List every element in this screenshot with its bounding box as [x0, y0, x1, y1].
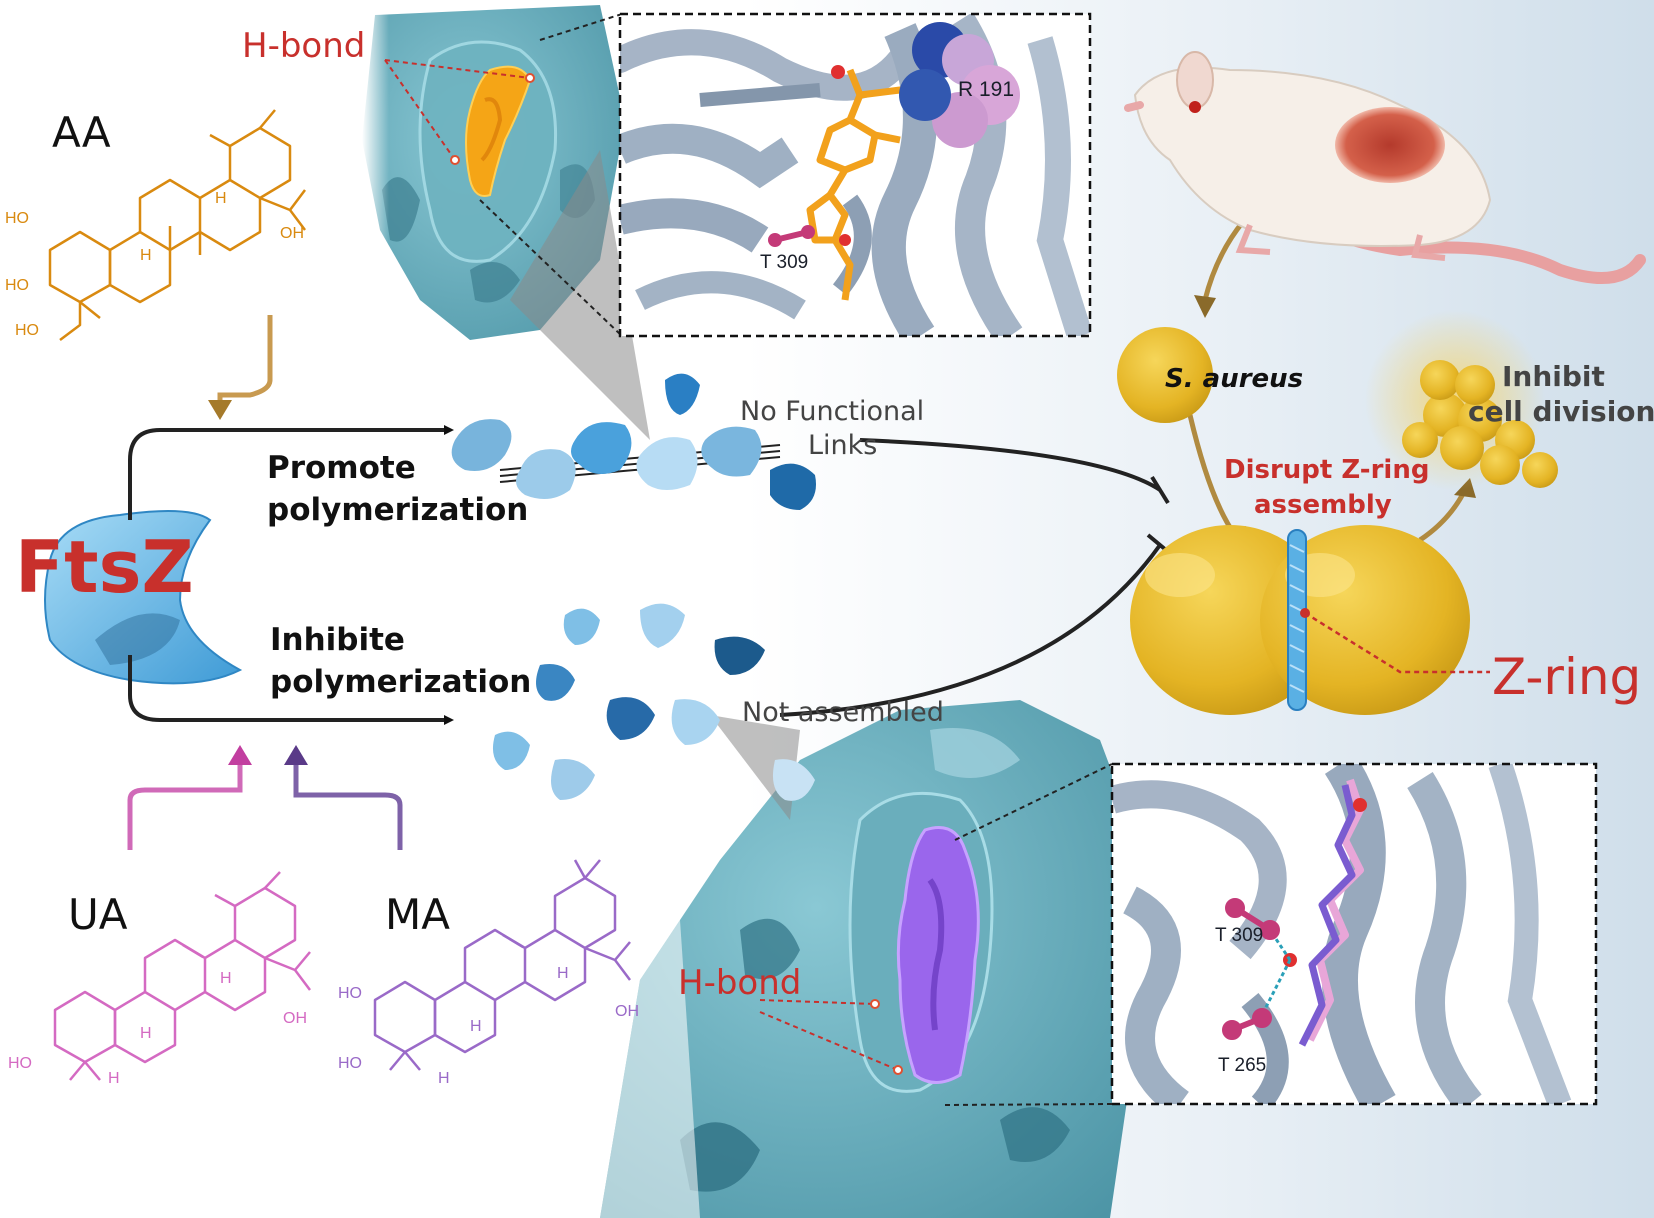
aa-group-ho-2: HO [5, 277, 29, 294]
ua-group-h-2: H [140, 1025, 152, 1042]
arg191-spheres [899, 22, 1020, 148]
ua-group-oh: OH [283, 1010, 307, 1027]
no-functional-links-line1: No Functional [740, 396, 925, 427]
bacteria-illustration [1117, 310, 1558, 715]
inhibit-label-line2: polymerization [270, 664, 532, 700]
s-aureus-label: S. aureus [1165, 364, 1304, 394]
hbond-top-label: H-bond [242, 26, 366, 66]
promote-label-line2: polymerization [267, 492, 529, 528]
bottom-binding-pocket [600, 700, 1140, 1218]
disrupt-z-ring-line2: assembly [1254, 490, 1392, 520]
ma-group-h-1: H [557, 965, 569, 982]
mouse-illustration [1124, 51, 1646, 284]
hbond-bottom-label: H-bond [678, 963, 802, 1003]
promote-label-line1: Promote [267, 450, 416, 486]
ftsz-label: FtsZ [15, 525, 194, 609]
hbond-top-line-2 [384, 59, 456, 161]
ua-group-h-3: H [108, 1070, 120, 1087]
aa-group-h-2: H [140, 247, 152, 264]
inhibit-cell-division-line1: Inhibit [1502, 360, 1605, 393]
inhibit-label-line1: Inhibite [270, 622, 405, 658]
hbond-top-line-1 [384, 59, 531, 79]
ua-group-h-1: H [220, 970, 232, 987]
thr309-sticks [768, 225, 815, 247]
ua-structure [53, 871, 311, 1081]
inhibit-cell-division-line2: cell division [1468, 395, 1654, 428]
ma-label: MA [385, 890, 450, 939]
top-docking-inset [618, 12, 1092, 338]
aa-structure [48, 109, 306, 341]
pathway-arrows [127, 157, 1476, 850]
thr309-thr265-sticks [1222, 898, 1280, 1040]
aa-label: AA [52, 108, 111, 157]
disrupt-z-ring-line1: Disrupt Z-ring [1224, 455, 1430, 485]
ma-group-h-3: H [438, 1070, 450, 1087]
ua-group-ho: HO [8, 1055, 32, 1072]
z-ring-label: Z-ring [1492, 648, 1642, 706]
residue-t265: T 265 [1218, 1055, 1267, 1076]
aa-group-ho-3: HO [15, 322, 39, 339]
residue-t309-top: T 309 [760, 252, 809, 273]
z-ring-band [1287, 529, 1307, 711]
scattered-monomers [492, 603, 815, 801]
top-binding-pocket [362, 5, 650, 440]
ma-group-oh: OH [615, 1003, 639, 1020]
polymerized-filament [451, 373, 816, 510]
aa-group-oh: OH [280, 225, 304, 242]
skin-lesion [1335, 107, 1445, 183]
hbond-bottom-line-2 [759, 1011, 899, 1071]
residue-r191: R 191 [958, 78, 1015, 101]
hbond-bottom-line-1 [759, 999, 876, 1005]
not-assembled-label: Not assembled [742, 697, 944, 728]
ftsz-monomer [44, 510, 243, 685]
ma-group-h-2: H [470, 1018, 482, 1035]
aa-group-ho-1: HO [5, 210, 29, 227]
s-aureus-cell [1117, 327, 1213, 423]
bottom-docking-inset [1110, 762, 1598, 1106]
ua-ma-docked-ligands [1298, 778, 1364, 1047]
divided-cell-cluster [1402, 360, 1558, 488]
aa-group-h-1: H [215, 190, 227, 207]
no-functional-links-line2: Links [808, 430, 878, 461]
ma-structure [373, 859, 631, 1071]
residue-t309-bottom: T 309 [1215, 925, 1264, 946]
ma-group-ho-2: HO [338, 1055, 362, 1072]
ua-label: UA [68, 890, 128, 939]
ma-group-ho-1: HO [338, 985, 362, 1002]
